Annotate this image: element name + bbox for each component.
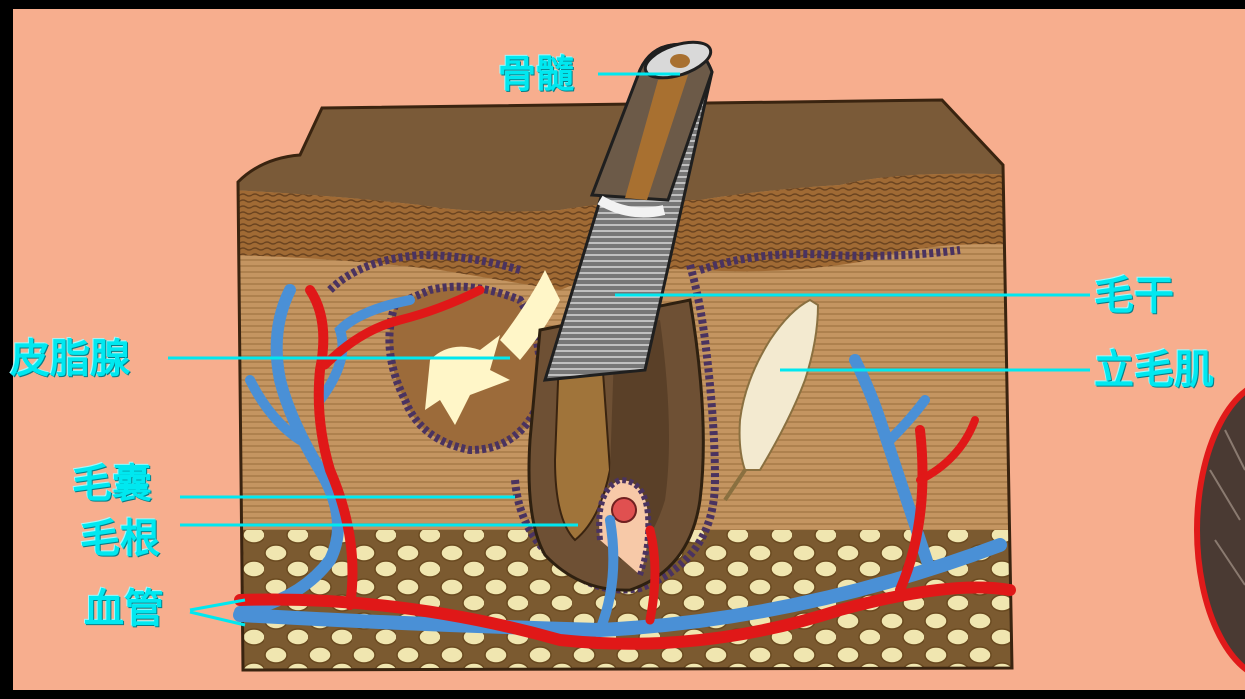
- label-arrector-pili: 立毛肌: [1094, 350, 1214, 390]
- label-hair-shaft: 毛干: [1094, 276, 1174, 316]
- label-hair-root: 毛根: [80, 519, 160, 559]
- label-bone-marrow: 骨髓: [498, 55, 574, 93]
- label-blood-vessel: 血管: [84, 589, 164, 629]
- label-hair-follicle: 毛囊: [72, 464, 152, 504]
- label-sebaceous-gland: 皮脂腺: [10, 339, 130, 379]
